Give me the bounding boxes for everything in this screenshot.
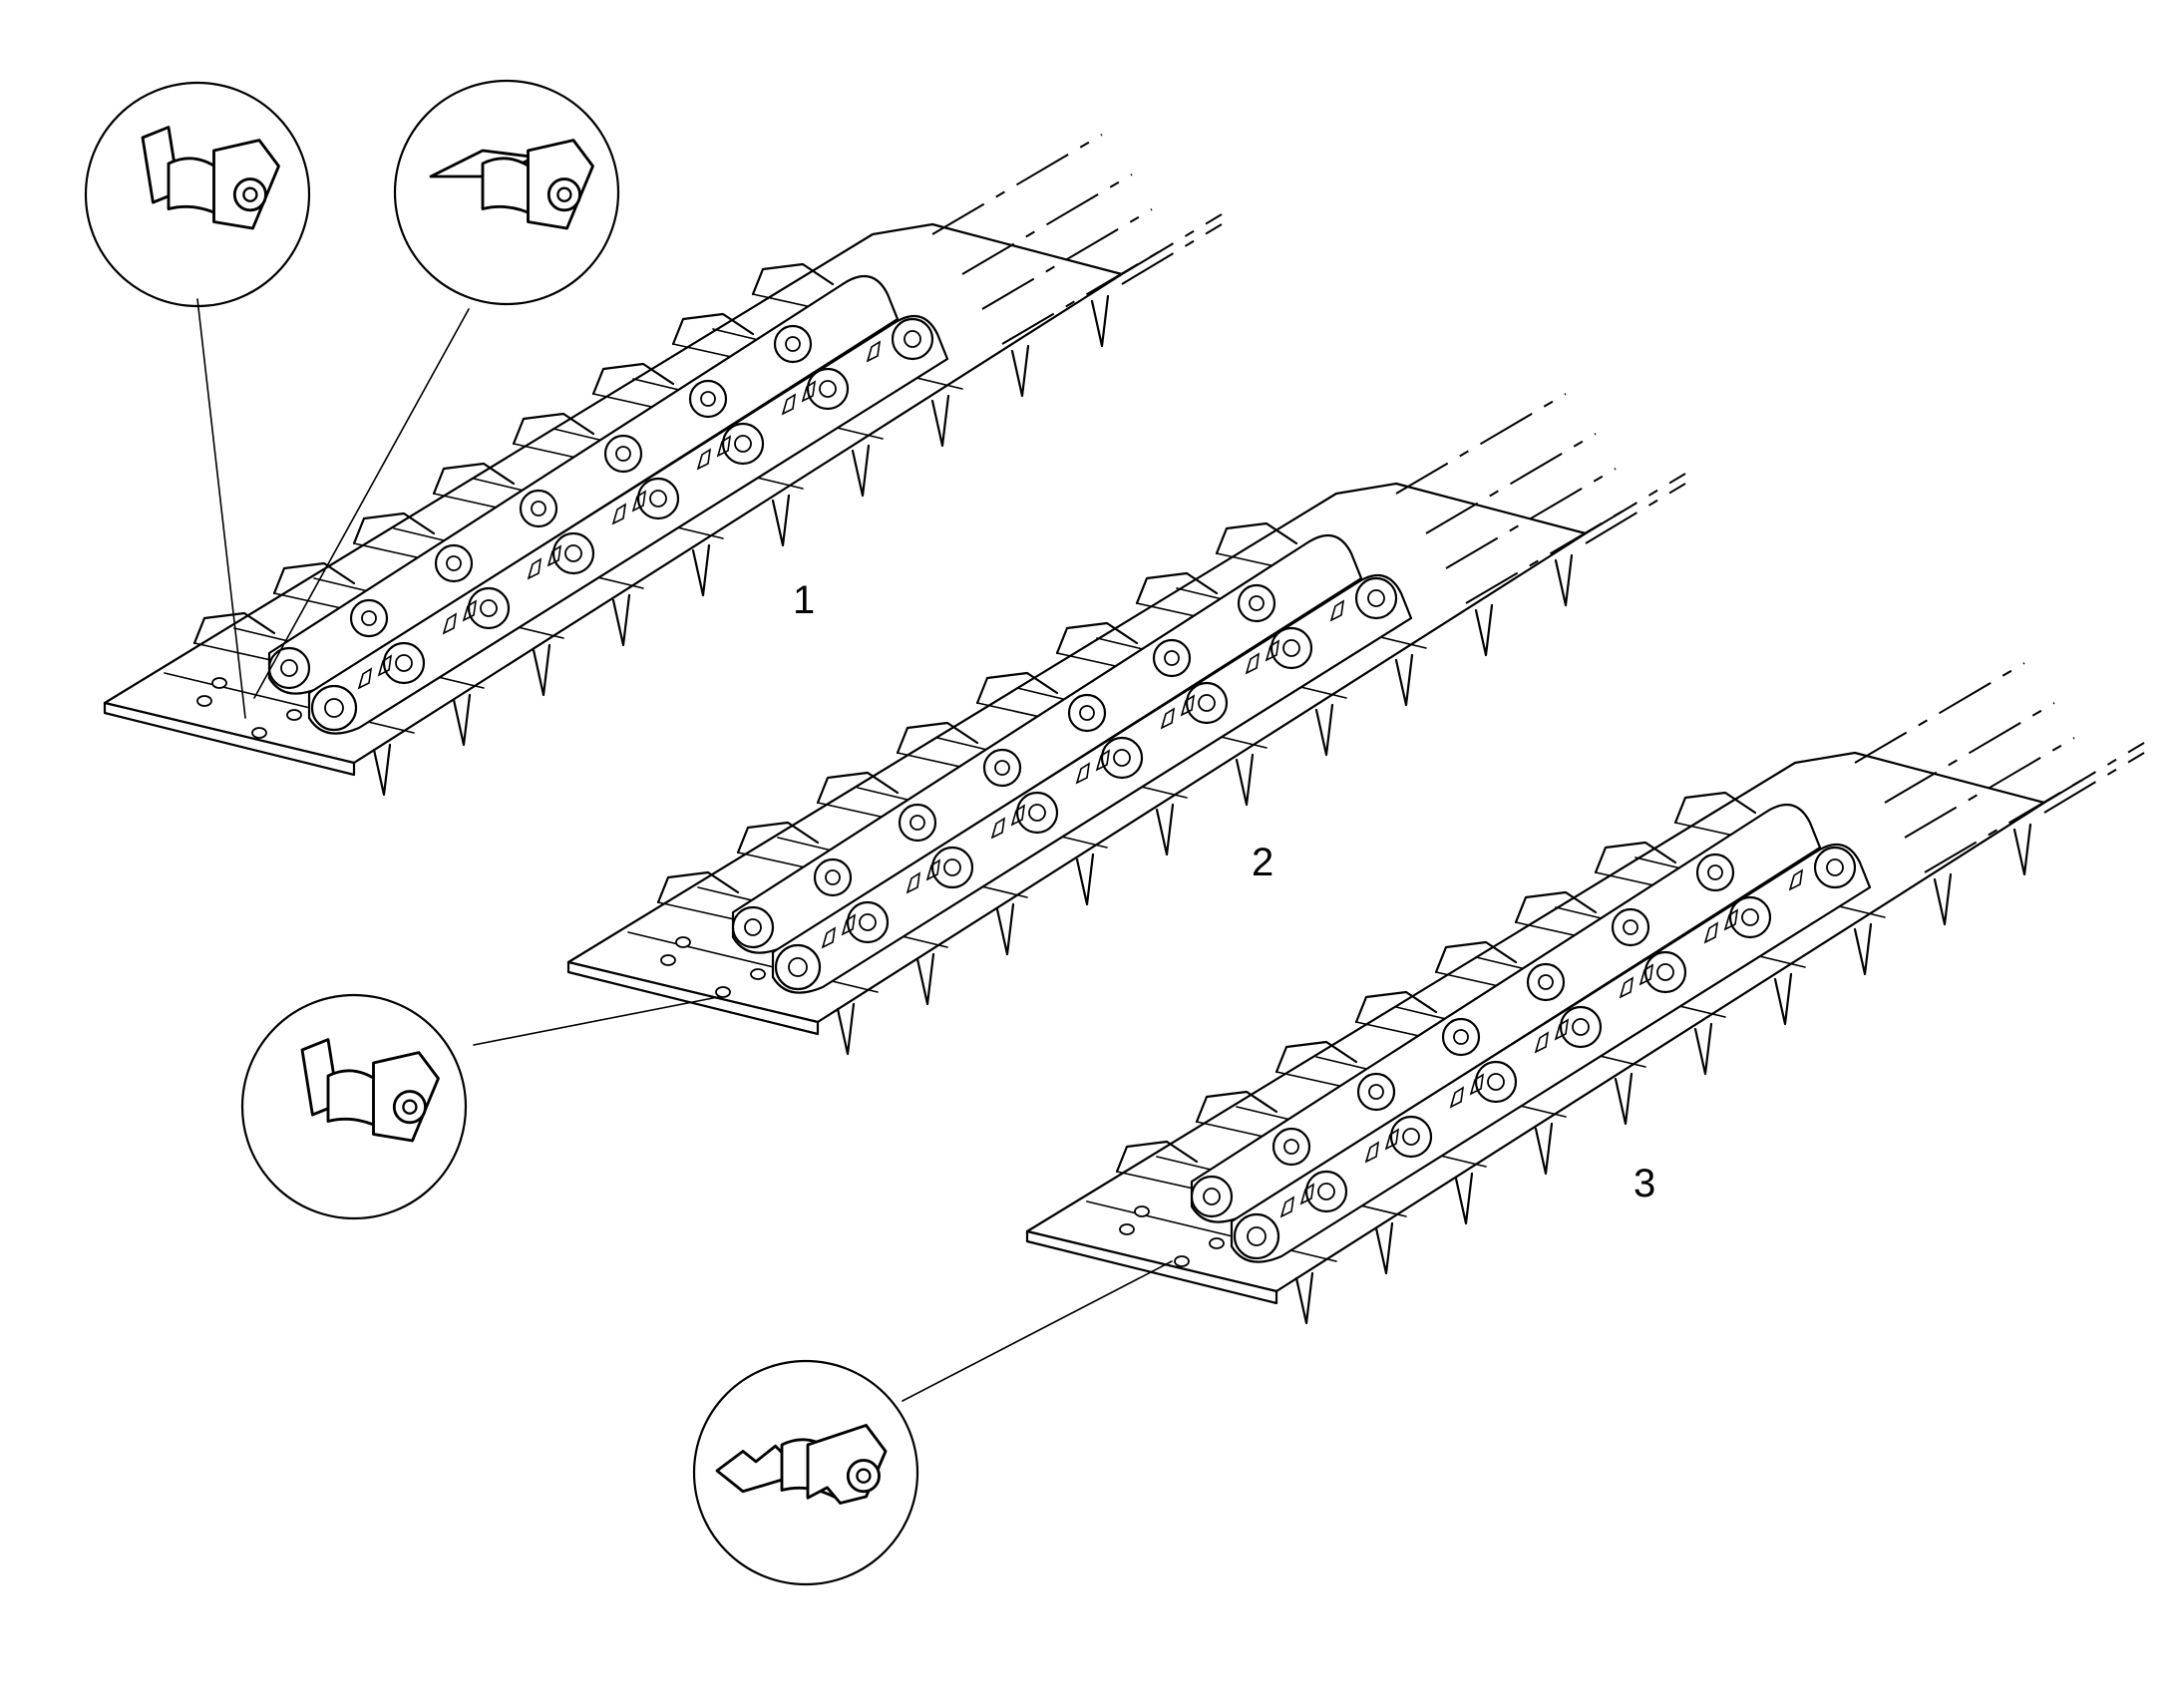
assembly-label-3: 3 [1634,1162,1655,1205]
detail-view-a [84,81,311,308]
detail-view-d [692,1359,919,1586]
assembly-label-1: 1 [793,578,815,622]
leader-lines [196,298,1173,1402]
detail-view-b [393,79,620,306]
detail-view-c [240,993,468,1220]
assembly-label-2: 2 [1252,841,1273,884]
